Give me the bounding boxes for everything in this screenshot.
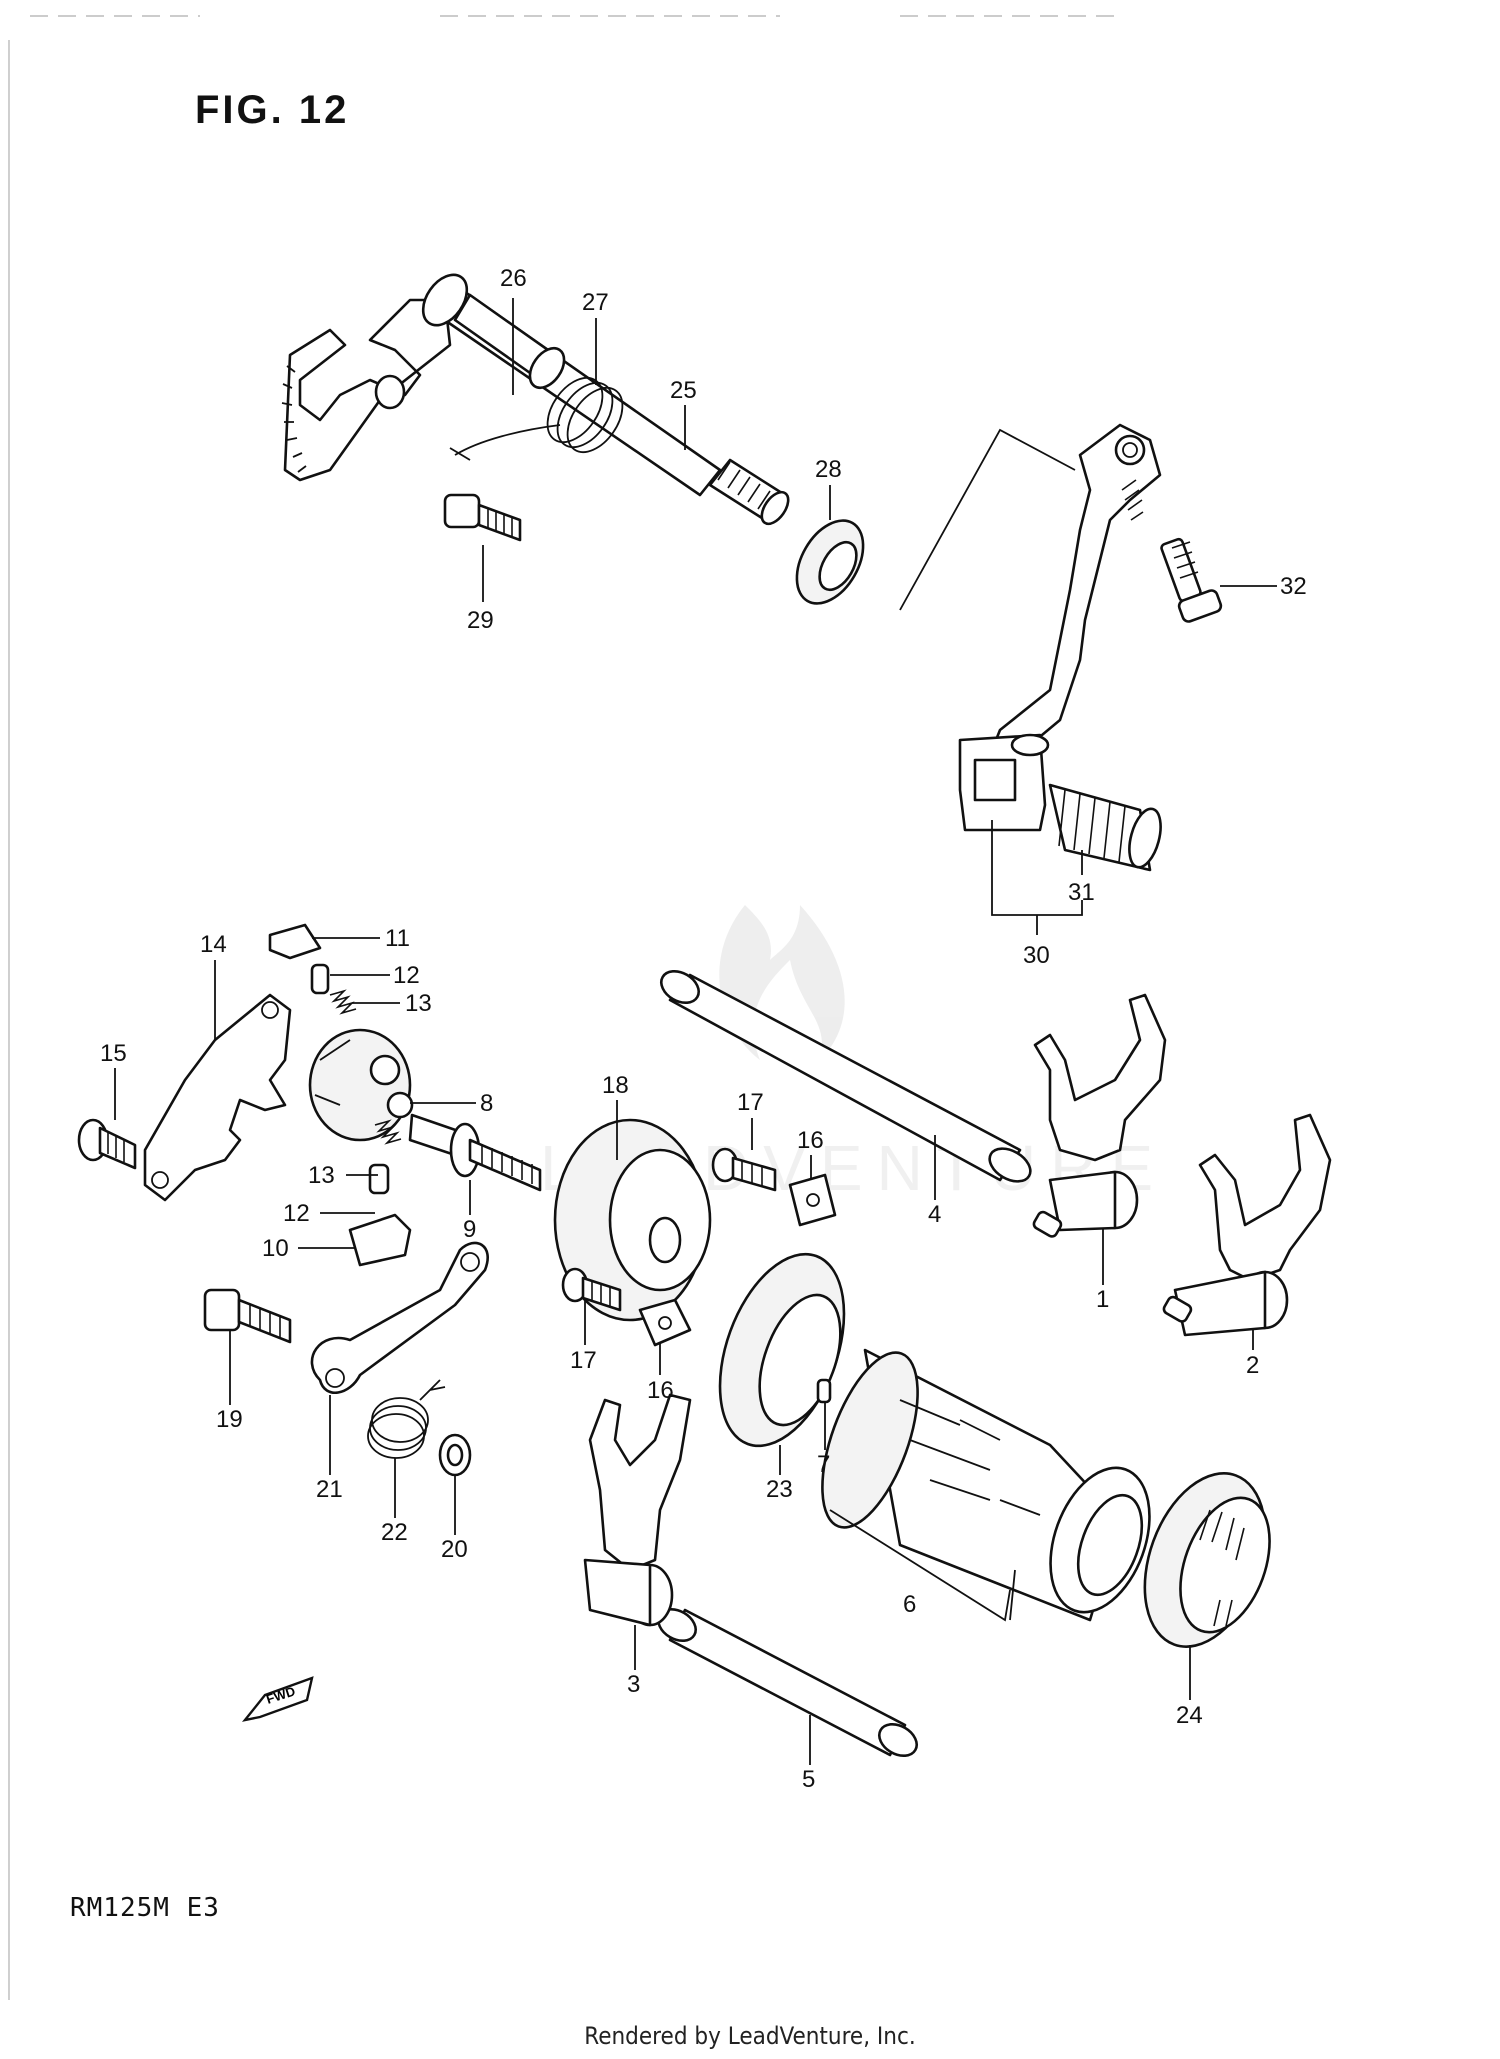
callout-9: 9 [463, 1216, 476, 1243]
callout-18: 18 [602, 1072, 629, 1099]
callout-16-upper: 16 [797, 1127, 824, 1154]
cam-plate-assembly [553, 1118, 837, 1347]
scan-edge-marks [8, 15, 1120, 2000]
leader-lines [114, 298, 1277, 1765]
callout-13-lower: 13 [308, 1162, 335, 1189]
callout-23: 23 [766, 1476, 793, 1503]
callout-2: 2 [1246, 1352, 1259, 1379]
footer-credit: Rendered by LeadVenture, Inc. [584, 2022, 916, 2050]
callout-1: 1 [1096, 1286, 1109, 1313]
callout-11: 11 [385, 925, 410, 952]
callout-5: 5 [802, 1766, 815, 1793]
callout-14: 14 [200, 931, 227, 958]
callout-13-upper: 13 [405, 990, 432, 1017]
callout-20: 20 [441, 1536, 468, 1563]
callout-7: 7 [817, 1451, 830, 1478]
callout-22: 22 [381, 1519, 408, 1546]
callout-26: 26 [500, 265, 527, 292]
gearshift-lever-assembly [899, 423, 1223, 872]
gearshift-shaft-assembly [281, 273, 865, 605]
gearshift-cam-drum-assembly [718, 1252, 1271, 1648]
callout-15: 15 [100, 1040, 127, 1067]
callout-labels: 26 27 25 28 29 32 31 30 11 12 13 14 8 15… [100, 265, 1307, 1793]
callout-12-lower: 12 [283, 1200, 310, 1227]
callout-19: 19 [216, 1406, 243, 1433]
callout-28: 28 [815, 456, 842, 483]
callout-25: 25 [670, 377, 697, 404]
callout-31: 31 [1068, 879, 1095, 906]
callout-12-upper: 12 [393, 962, 420, 989]
callout-27: 27 [582, 289, 609, 316]
callout-21: 21 [316, 1476, 343, 1503]
callout-17-lower: 17 [570, 1347, 597, 1374]
callout-8: 8 [480, 1090, 493, 1117]
callout-3: 3 [627, 1671, 640, 1698]
callout-30: 30 [1023, 942, 1050, 969]
callout-24: 24 [1176, 1702, 1203, 1729]
figure-title: FIG. 12 [195, 88, 350, 132]
callout-29: 29 [467, 607, 494, 634]
callout-32: 32 [1280, 573, 1307, 600]
fork-shafts [657, 969, 1032, 1758]
fwd-arrow-icon: FWD [242, 1676, 314, 1722]
callout-10: 10 [262, 1235, 289, 1262]
cam-stopper-assembly [77, 923, 542, 1477]
callout-16-lower: 16 [647, 1377, 674, 1404]
model-code: RM125M E3 [70, 1893, 220, 1923]
callout-6: 6 [903, 1591, 916, 1618]
callout-17-upper: 17 [737, 1089, 764, 1116]
shift-forks [583, 993, 1332, 1627]
callout-4: 4 [928, 1201, 941, 1228]
